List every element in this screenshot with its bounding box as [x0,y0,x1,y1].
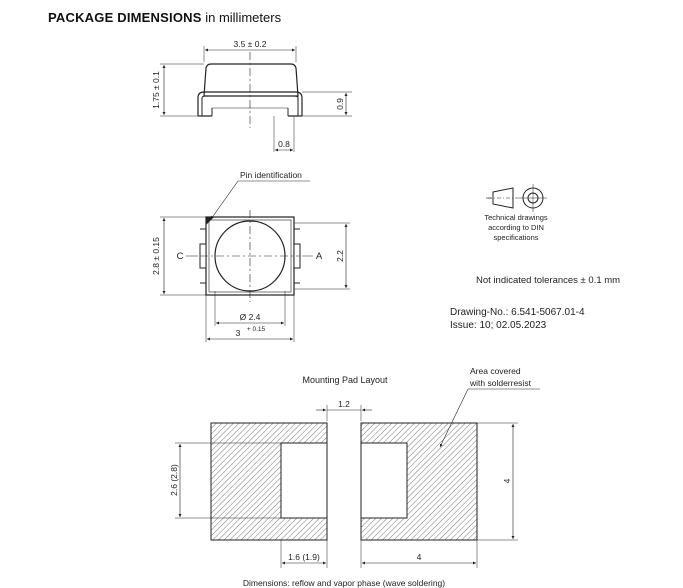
tech-note-line1: Technical drawings [484,213,548,222]
title-suffix: in millimeters [201,10,282,25]
tolerance-note: Not indicated tolerances ± 0.1 mm [476,275,621,286]
pad-height-label: 2.6 (2.8) [169,464,179,496]
pad-gap-label: 1.2 [338,399,350,409]
drawing-number: Drawing-No.: 6.541-5067.01-4 [450,307,585,318]
top-pad-height-label: 2.2 [335,250,345,262]
footer-note: Dimensions: reflow and vapor phase (wave… [243,578,445,588]
top-height-label: 2.8 ± 0.15 [151,237,161,275]
mounting-pad-layout: Mounting Pad Layout Area covered with so… [169,366,540,588]
lens-diameter-label: Ø 2.4 [240,312,261,322]
left-solder-pad [280,442,328,519]
page-title: PACKAGE DIMENSIONS in millimeters [48,10,281,25]
pin-identification-leader [210,180,239,220]
lead-height-label: 0.9 [335,98,345,110]
top-width-label: 3 [236,328,241,338]
pin-identification-label: Pin identification [240,170,302,180]
pad-width-label: 1.6 (1.9) [288,552,320,562]
side-width-label: 3.5 ± 0.2 [233,39,266,49]
lead-width-label: 0.8 [278,139,290,149]
solderresist-label-line2: with solderresist [469,378,532,388]
tech-note-line3: specifications [493,233,539,242]
total-height-label: 4 [502,478,512,483]
side-view: 3.5 ± 0.2 1.75 ± 0.1 0.9 0.8 [151,39,352,152]
pad-layout-title: Mounting Pad Layout [302,375,388,385]
top-width-tolerance: + 0.15 [247,326,266,333]
total-width-label: 4 [417,552,422,562]
anode-label: A [316,251,323,262]
solderresist-label-line1: Area covered [470,366,521,376]
top-view: C A Pin identification 2.8 ± 0.15 2.2 Ø … [151,170,350,342]
title-bold: PACKAGE DIMENSIONS [48,10,202,25]
side-height-label: 1.75 ± 0.1 [151,71,161,109]
cathode-label: C [177,251,184,262]
side-view-body [203,63,299,97]
right-solder-pad [360,442,408,519]
tech-note-line2: according to DIN [488,223,544,232]
pin-marker [206,217,214,225]
issue-date: Issue: 10; 02.05.2023 [450,320,547,331]
tech-drawings-note: Technical drawings according to DIN spec… [461,213,571,243]
din-projection-symbol [486,184,547,212]
